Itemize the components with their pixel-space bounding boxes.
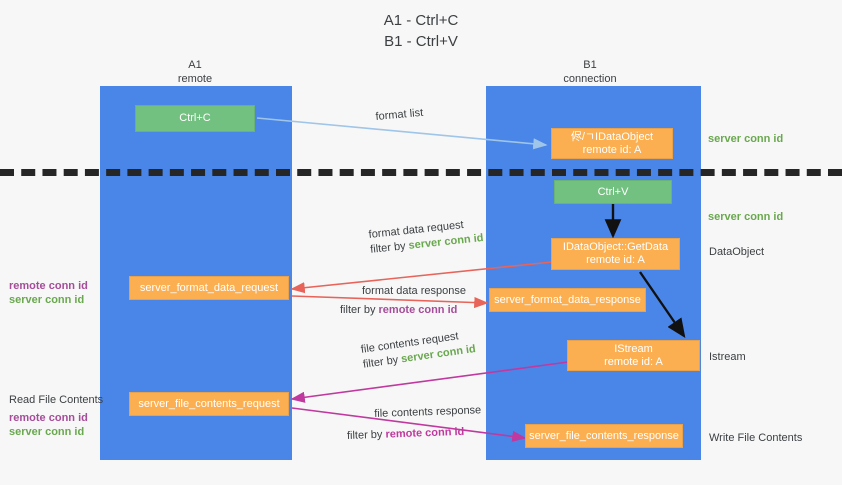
annotation-remote-conn-id-2: remote conn id: [9, 412, 88, 424]
filter-prefix: filter by: [346, 428, 386, 442]
box-ctrl-v[interactable]: Ctrl+V: [554, 180, 672, 204]
annotation-server-conn-id-top: server conn id: [708, 133, 784, 145]
flow-label-format-data-response-line1: format data response: [362, 285, 466, 297]
flow-label-format-data-response-line2: filter by remote conn id: [340, 303, 466, 318]
annotation-group-conn-ids-2: remote conn id server conn id: [9, 411, 88, 439]
flow-label-file-contents-response: file contents response filter by remote …: [347, 403, 482, 443]
box-ctrl-c[interactable]: Ctrl+C: [135, 105, 255, 132]
annotation-server-conn-id-2: server conn id: [9, 426, 85, 438]
flow-label-format-data-request: format data request filter by server con…: [368, 216, 484, 258]
box-idataobject-getdata[interactable]: IDataObject::GetData remote id: A: [551, 238, 680, 270]
box-server-format-data-response[interactable]: server_format_data_response: [489, 288, 646, 312]
box-server-file-contents-response[interactable]: server_file_contents_response: [525, 424, 683, 448]
clipboard-boundary-divider: [0, 169, 842, 176]
annotation-remote-conn-id-1: remote conn id: [9, 280, 88, 292]
flow-label-file-contents-response-line1: file contents response: [374, 404, 482, 420]
flow-label-file-contents-request: file contents request filter by server c…: [360, 327, 477, 373]
annotation-istream: Istream: [709, 351, 746, 363]
annotation-write-file-contents: Write File Contents: [709, 432, 803, 444]
annotation-server-conn-id-1: server conn id: [9, 294, 85, 306]
box-istream[interactable]: IStream remote id: A: [567, 340, 700, 371]
flow-label-format-list: format list: [375, 106, 424, 123]
box-server-file-contents-request[interactable]: server_file_contents_request: [129, 392, 289, 416]
annotation-data-object: DataObject: [709, 246, 765, 258]
annotation-read-file-contents: Read File Contents: [9, 394, 104, 406]
filter-prefix: filter by: [369, 239, 410, 256]
flow-label-file-contents-response-line2: filter by remote conn id: [347, 424, 482, 444]
box-server-format-data-request[interactable]: server_format_data_request: [129, 276, 289, 300]
column-header-b1: B1 connection: [563, 59, 617, 85]
page-title: A1 - Ctrl+C B1 - Ctrl+V: [383, 12, 459, 50]
flow-label-format-data-response: format data response filter by remote co…: [340, 284, 466, 318]
annotation-server-conn-id-mid: server conn id: [708, 211, 784, 223]
box-offer-idataobject[interactable]: 侭/ㄱIDataObject remote id: A: [551, 128, 673, 159]
annotation-group-conn-ids-1: remote conn id server conn id: [9, 279, 88, 307]
filter-token-remote-conn-id: remote conn id: [378, 304, 458, 316]
filter-prefix: filter by: [340, 304, 379, 316]
column-header-a1: A1 remote: [177, 59, 213, 85]
filter-prefix: filter by: [362, 353, 403, 371]
filter-token-remote-conn-id: remote conn id: [385, 425, 465, 441]
